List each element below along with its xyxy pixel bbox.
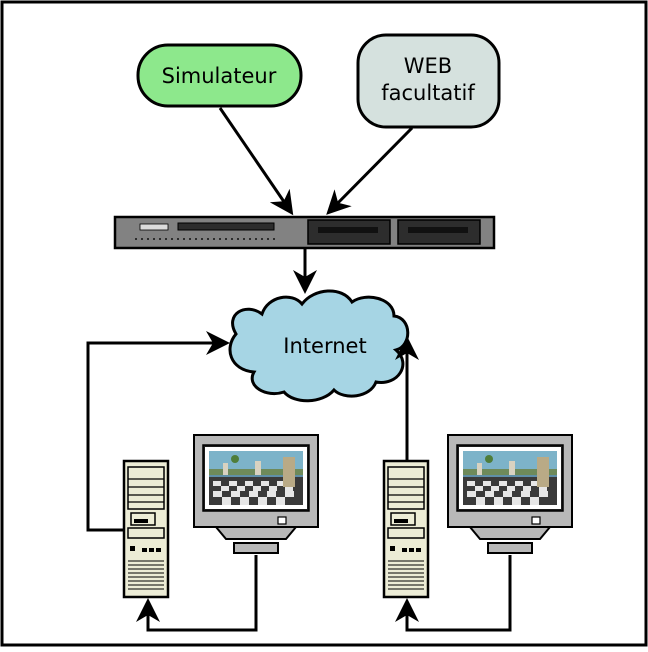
pc-tower-icon	[382, 459, 430, 599]
simulateur-node: Simulateur	[136, 43, 303, 108]
web-label-line2: facultatif	[381, 81, 475, 105]
arrow-left-pc-to-internet	[86, 331, 230, 532]
pc-tower-icon	[122, 459, 170, 599]
internet-label: Internet	[283, 334, 366, 358]
arrow-web-to-server	[326, 126, 414, 215]
arrow-left-monitor-to-pc	[136, 555, 258, 632]
web-label-line1: WEB	[404, 54, 452, 78]
web-node: WEB facultatif	[356, 33, 501, 129]
arrow-simulateur-to-server	[218, 107, 294, 216]
arrow-right-monitor-to-pc	[395, 555, 512, 632]
simulateur-label: Simulateur	[162, 64, 277, 88]
server-rack-icon	[113, 215, 496, 250]
internet-cloud-icon: Internet	[228, 289, 410, 403]
